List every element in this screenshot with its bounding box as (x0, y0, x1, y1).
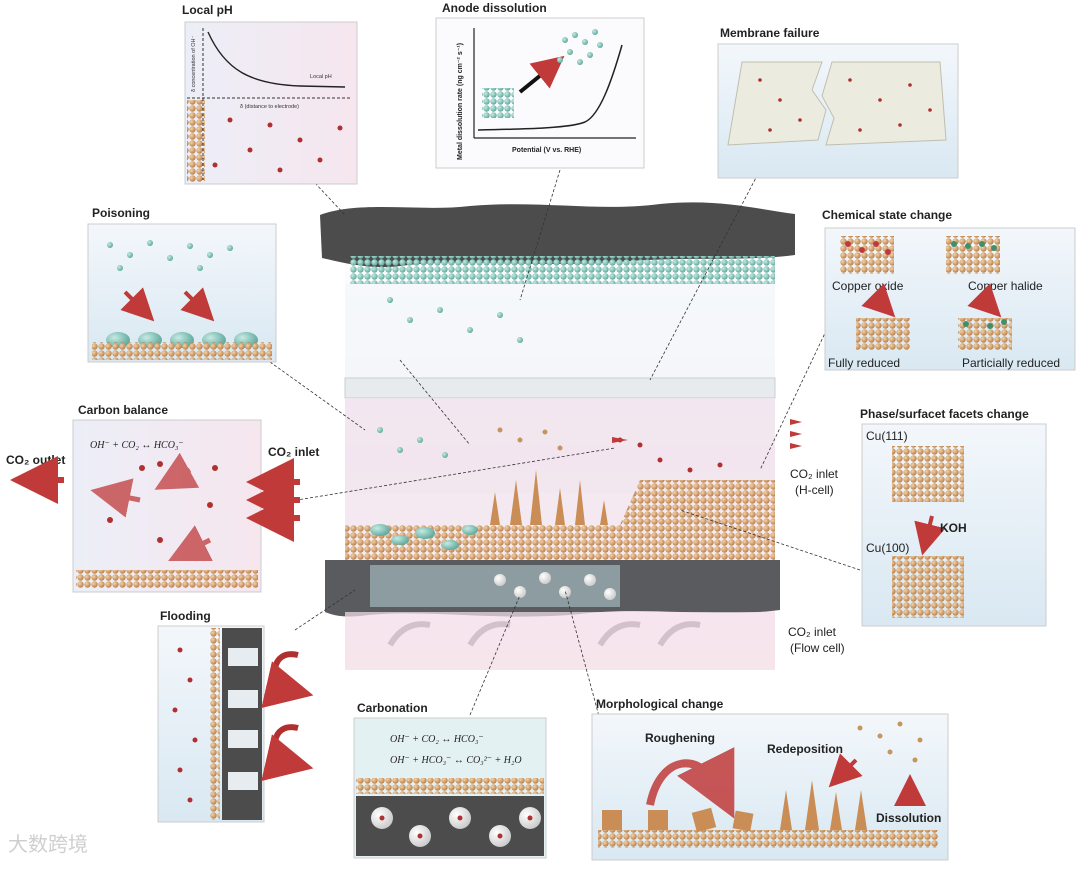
label-partially-reduced: Particially reduced (962, 356, 1060, 370)
leader-lines (235, 169, 861, 721)
panel-title: Carbon balance (78, 403, 168, 417)
panel-title: Poisoning (92, 206, 150, 220)
central-cell (320, 202, 802, 670)
equation-2: OH⁻ + HCO₃⁻ ↔ CO₃²⁻ + H₂O (390, 755, 522, 766)
panel-carbon-balance: Carbon balance OH⁻ + CO₂ ↔ HCO₃⁻ (72, 403, 262, 593)
watermark-text: 大数跨境 (8, 832, 88, 856)
membrane (344, 377, 776, 399)
co2-inlet-left: CO₂ inlet (246, 445, 319, 542)
panel-anode-dissolution: Anode dissolution Potential (V vs. RHE) … (435, 1, 645, 169)
panel-title: Anode dissolution (442, 1, 547, 15)
curve-label: Local pH (310, 74, 332, 80)
panel-title: Flooding (160, 609, 211, 623)
panel-title: Phase/surfacet facets change (860, 407, 1029, 421)
label-co2-inlet: CO₂ inlet (788, 625, 837, 639)
panel-local-ph: Local pH Local pH δ (distance to electro… (182, 3, 358, 185)
anode-catalyst (350, 256, 775, 284)
anode-layer (320, 202, 795, 268)
label-co2-inlet: CO₂ inlet (790, 467, 839, 481)
label-koh: KOH (940, 521, 967, 535)
panel-title: Morphological change (596, 697, 724, 711)
x-axis-label: δ (distance to electrode) (240, 104, 299, 110)
label-co2-outlet: CO₂ outlet (6, 453, 65, 467)
label-cu111: Cu(111) (866, 429, 908, 443)
x-axis-label: Potential (V vs. RHE) (512, 147, 581, 154)
watermark: 大数跨境 (8, 828, 88, 857)
equation-1: OH⁻ + CO₂ ↔ HCO₃⁻ (390, 734, 484, 745)
co2-inlet-flow: CO₂ inlet (Flow cell) (788, 625, 845, 655)
equation: OH⁻ + CO₂ ↔ HCO₃⁻ (90, 440, 184, 451)
co2-inlet-hcell: CO₂ inlet (H-cell) (790, 467, 839, 497)
label-redeposition: Redeposition (767, 742, 843, 756)
label-cu100: Cu(100) (866, 541, 909, 555)
copper-spikes (490, 470, 608, 525)
label-dissolution: Dissolution (876, 811, 941, 825)
panel-title: Membrane failure (720, 26, 820, 40)
panel-flooding: Flooding (157, 609, 314, 823)
panel-membrane-failure: Membrane failure (717, 26, 959, 179)
panel-morphology: Morphological change Roughening Redeposi… (591, 697, 949, 861)
panel-title: Local pH (182, 3, 233, 17)
panel-phase-facets: Phase/surfacet facets change Cu(111) KOH… (860, 407, 1047, 627)
label-copper-halide: Copper halide (968, 279, 1043, 293)
y-axis-label: δ concentration of OH⁻ (191, 35, 197, 92)
label-h-cell: (H-cell) (795, 483, 834, 497)
panel-poisoning: Poisoning (87, 206, 277, 363)
panel-title: Chemical state change (822, 208, 952, 222)
panel-carbonation: Carbonation OH⁻ + CO₂ ↔ HCO₃⁻ OH⁻ + HCO₃… (353, 701, 547, 859)
label-co2-inlet: CO₂ inlet (268, 445, 319, 459)
co2-outlet: CO₂ outlet (6, 453, 65, 504)
panel-chemical-state: Chemical state change Copper oxide Coppe… (822, 208, 1076, 371)
label-flow-cell: (Flow cell) (790, 641, 845, 655)
label-roughening: Roughening (645, 731, 715, 745)
panel-title: Carbonation (357, 701, 428, 715)
label-fully-reduced: Fully reduced (828, 356, 900, 370)
y-axis-label: Metal dissolution rate (ng cm⁻² s⁻¹) (457, 43, 464, 160)
label-copper-oxide: Copper oxide (832, 279, 904, 293)
cathode-copper (345, 480, 775, 560)
